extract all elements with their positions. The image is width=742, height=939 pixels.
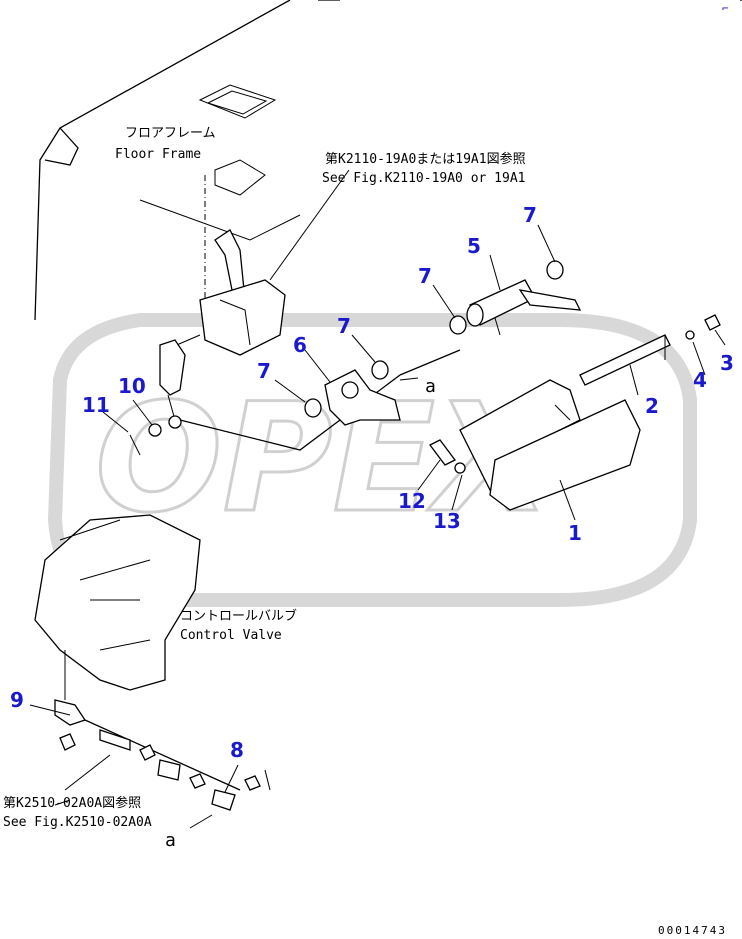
connector-a-top: a — [425, 376, 436, 397]
callout-1: 1 — [568, 521, 582, 545]
callout-7a: 7 — [523, 203, 537, 227]
part-1-main-bracket — [459, 379, 641, 511]
floor-frame — [34, 0, 742, 321]
drawing-number: 00014743 — [658, 924, 727, 937]
small-parts — [54, 260, 721, 811]
part-5-shaft — [466, 279, 582, 336]
callout-8: 8 — [230, 738, 244, 762]
ref-top-label-en: See Fig.K2110-19A0 or 19A1 — [322, 171, 526, 186]
control-valve — [34, 514, 201, 726]
part-2-bar — [579, 334, 671, 386]
callout-7b: 7 — [418, 264, 432, 288]
control-valve-label-en: Control Valve — [180, 628, 282, 643]
callout-12: 12 — [398, 489, 426, 513]
callout-3: 3 — [720, 351, 734, 375]
callout-numbers: 1 2 3 4 5 6 7 7 7 7 8 9 10 11 12 13 — [10, 203, 734, 762]
floor-frame-label-en: Floor Frame — [115, 147, 201, 162]
callout-9: 9 — [10, 688, 24, 712]
callout-7d: 7 — [257, 359, 271, 383]
annotation-labels: フロアフレーム Floor Frame 第K2110-19A0または19A1図参… — [3, 2, 729, 937]
control-lever-assembly — [159, 229, 286, 429]
ref-bottom-label-jp: 第K2510-02A0A図参照 — [3, 795, 141, 811]
control-valve-label-jp: コントロールバルブ — [180, 608, 297, 624]
callout-2: 2 — [645, 394, 659, 418]
callout-5: 5 — [467, 234, 481, 258]
leader-lines — [29, 169, 726, 829]
callout-10: 10 — [118, 374, 146, 398]
floor-frame-label-jp: フロアフレーム — [125, 126, 216, 141]
ref-top-label-jp: 第K2110-19A0または19A1図参照 — [325, 151, 526, 167]
part-6-bracket — [324, 369, 401, 426]
callout-11: 11 — [82, 393, 110, 417]
connector-a-bottom: a — [165, 830, 176, 851]
callout-4: 4 — [693, 368, 707, 392]
callout-13: 13 — [433, 509, 461, 533]
callout-6: 6 — [293, 333, 307, 357]
ref-bottom-label-en: See Fig.K2510-02A0A — [3, 815, 152, 830]
callout-7c: 7 — [337, 314, 351, 338]
corner-mark: ⌐ — [722, 2, 729, 15]
